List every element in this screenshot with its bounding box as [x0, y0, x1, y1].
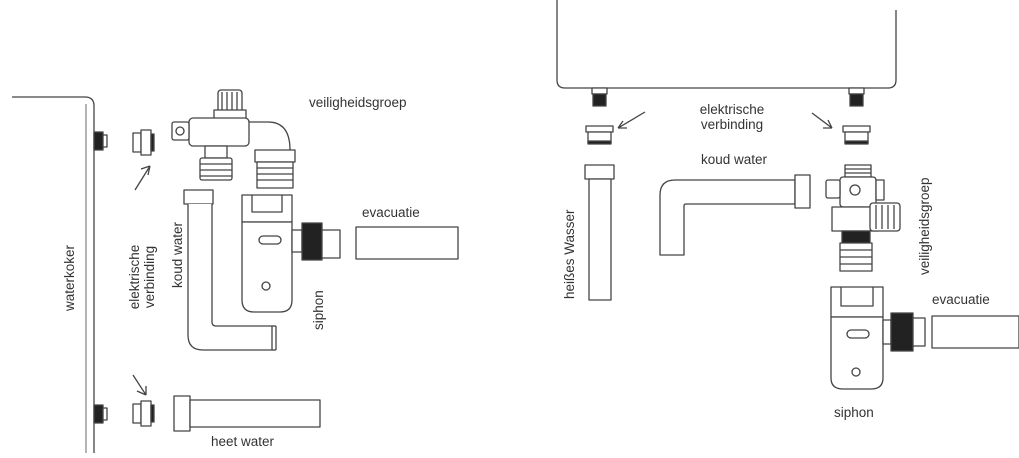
electric-connection-label-left: elektrische verbinding: [127, 207, 157, 347]
drain-pipe-left: [355, 226, 459, 260]
boiler-lower-stub: [93, 404, 108, 424]
electric-connector-right-a: [585, 125, 614, 145]
hot-water-label-left: heet water: [211, 434, 275, 449]
arrow-connector-b: [811, 112, 833, 129]
safety-group-valve-left: [171, 89, 296, 189]
arrow-upper-connector: [134, 165, 151, 191]
electric-connection-line1: elektrische: [127, 244, 142, 310]
electric-connection-line2-right: verbinding: [700, 117, 764, 132]
cold-water-label-left: koud water: [170, 221, 185, 288]
electric-connector-upper: [132, 129, 155, 156]
boiler-stub-right: [848, 87, 865, 107]
siphon-left: [241, 194, 341, 313]
drain-pipe-right: [931, 315, 1019, 349]
boiler-label: waterkoker: [62, 244, 77, 311]
boiler-outline: [12, 96, 95, 453]
electric-connection-line2: verbinding: [142, 245, 157, 309]
cold-water-pipe-left: [183, 189, 277, 351]
electric-connector-right-b: [842, 125, 871, 145]
hot-water-pipe-right: [584, 164, 615, 301]
boiler-bottom: [556, 0, 897, 89]
safety-group-valve-right: [825, 164, 901, 272]
boiler-stub-left: [591, 87, 608, 107]
arrow-connector-a: [617, 111, 646, 129]
safety-group-label-left: veiligheidsgroep: [309, 95, 407, 110]
arrow-lower-connector: [132, 374, 147, 396]
drain-label-right: evacuatie: [932, 292, 990, 307]
electric-connection-line1-right: elektrische: [699, 102, 765, 117]
siphon-label-right: siphon: [834, 405, 874, 420]
electric-connection-label-right: elektrische verbinding: [672, 102, 792, 132]
cold-water-label-right: koud water: [701, 152, 768, 167]
electric-connector-lower: [132, 400, 155, 427]
cold-water-pipe-right: [659, 174, 811, 256]
drain-label-left: evacuatie: [362, 205, 420, 220]
hot-water-label-right: heißes Wasser: [562, 209, 577, 299]
siphon-label-left: siphon: [311, 290, 326, 330]
hot-water-pipe-left: [173, 395, 321, 432]
siphon-right: [830, 286, 926, 390]
safety-group-label-right: veiligheidsgroep: [917, 177, 932, 275]
boiler-upper-stub: [93, 131, 108, 151]
